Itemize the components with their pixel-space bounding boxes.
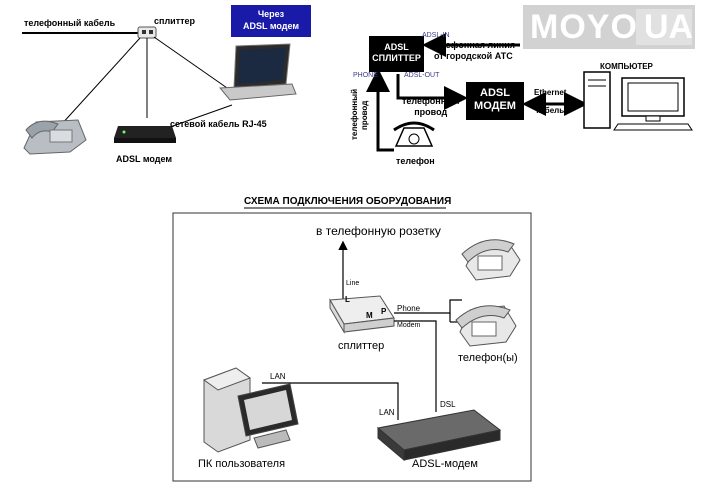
- watermark-right: UA: [644, 8, 694, 46]
- splitter-device-icon: [137, 26, 157, 39]
- wire-vertical-label: телефонный провод: [350, 89, 370, 140]
- diagram1: [22, 5, 311, 155]
- diagram3: [172, 207, 532, 482]
- adsl-modem-icon: [114, 126, 176, 143]
- splitter-label-3: сплиттер: [338, 340, 385, 352]
- modem-label-3: ADSL-модем: [412, 458, 478, 470]
- phones-label: телефон(ы): [458, 352, 518, 364]
- phone-port-label: Phone: [397, 304, 421, 313]
- via-modem-box: [231, 5, 311, 37]
- wire-horizontal-label: телефонный провод: [402, 96, 459, 118]
- to-socket-label: в телефонную розетку: [316, 224, 441, 238]
- splitter-box-label: ADSL СПЛИТТЕР: [369, 42, 424, 64]
- moyo-watermark: [523, 5, 695, 49]
- adsl-in-label: ADSL-IN: [422, 32, 450, 39]
- splitter-device-icon: [329, 295, 395, 334]
- diagram2: [366, 33, 693, 152]
- laptop-icon: [218, 43, 297, 101]
- ethernet-1: Ethernet: [534, 88, 567, 97]
- port-p-label: P: [381, 307, 387, 316]
- phone-icon-bottom: [455, 305, 517, 347]
- network-cable-label: сетевой кабель RJ-45: [170, 119, 267, 129]
- via-modem-label: Через ADSL модем: [231, 8, 311, 32]
- scheme-title: СХЕМА ПОДКЛЮЧЕНИЯ ОБОРУДОВАНИЯ: [244, 196, 452, 207]
- wire-horizontal-2: провод: [414, 107, 448, 117]
- splitter-label: сплиттер: [154, 16, 196, 26]
- port-m-label: M: [366, 311, 373, 320]
- line-label-1: Телефонная линия: [430, 40, 516, 50]
- via-modem-line1: Через: [257, 9, 285, 19]
- line-label-2: от городской АТС: [434, 51, 513, 61]
- splitter-box-line2: СПЛИТТЕР: [372, 53, 421, 63]
- pc-icon: [202, 367, 299, 453]
- computer-label: КОМПЬЮТЕР: [600, 62, 653, 71]
- modem-box-line2: МОДЕМ: [474, 100, 516, 112]
- wire-vertical-1: телефонный: [350, 89, 359, 140]
- phone-icon-top: [461, 239, 521, 281]
- splitter-box-line1: ADSL: [384, 42, 409, 52]
- adsl-splitter-box: [369, 36, 424, 72]
- desk-phone-icon: [23, 119, 87, 155]
- phone-label: телефон: [396, 156, 435, 166]
- phone-cable-label: телефонный кабель: [24, 18, 116, 28]
- wire-vertical-2: провод: [360, 100, 369, 130]
- wire-horizontal-1: телефонный: [402, 96, 460, 106]
- pc-label: ПК пользователя: [198, 458, 286, 470]
- modem-box-label: ADSL МОДЕМ: [466, 87, 524, 113]
- computer-icon: [583, 71, 693, 131]
- ethernet-2: кабель: [536, 106, 565, 115]
- lan-label-modem: LAN: [379, 408, 395, 417]
- adsl-modem-device-icon: [376, 409, 502, 462]
- phone-icon: [393, 121, 435, 147]
- lan-label-pc: LAN: [270, 372, 286, 381]
- modem-port-label: Modem: [397, 322, 421, 329]
- adsl-modem-box: [466, 82, 524, 120]
- watermark-left: MOYO: [530, 8, 638, 46]
- modem-box-line1: ADSL: [480, 87, 510, 99]
- modem-label: ADSL модем: [116, 154, 173, 164]
- adsl-out-label: ADSL-OUT: [404, 72, 440, 79]
- via-modem-line2: ADSL модем: [242, 21, 299, 31]
- line-label: Телефонная линия от городской АТС: [430, 40, 515, 62]
- port-l-label: L: [345, 295, 350, 304]
- ethernet-label: Ethernet кабель: [534, 88, 566, 116]
- line-port-label: Line: [346, 280, 360, 287]
- dsl-label: DSL: [440, 400, 456, 409]
- phone-port-label: PHONE: [353, 72, 378, 79]
